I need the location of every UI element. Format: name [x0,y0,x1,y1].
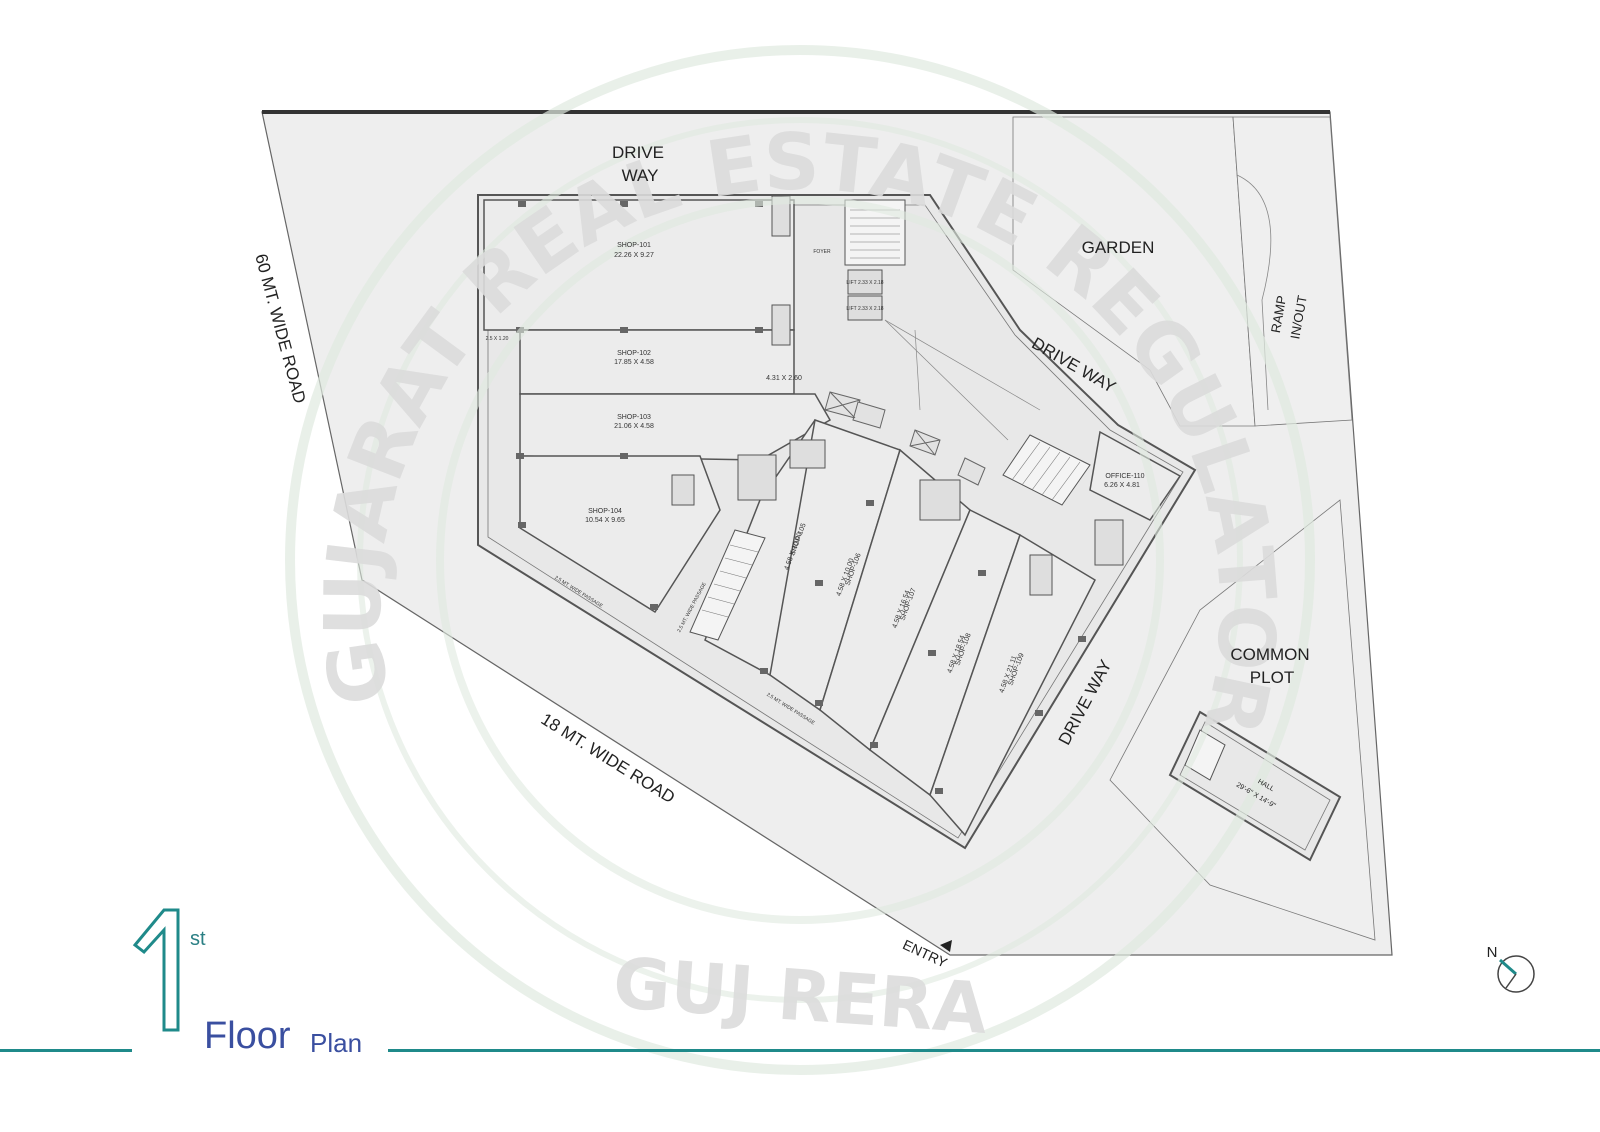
shop-101-area [483,199,795,331]
title-rule-right [388,1049,1600,1052]
staircase-right [1002,434,1091,506]
drive-way-top-label-2: WAY [622,166,659,185]
lift-box [847,295,883,321]
floor-number-suffix: st [190,928,206,950]
lift-box [847,269,883,295]
title-rule-left [0,1049,132,1052]
common-plot-label-2: PLOT [1250,668,1294,687]
unit-size: 17.85 X 4.58 [614,359,654,366]
unit-size: 21.06 X 4.58 [614,423,654,430]
shop-102-area [519,329,795,395]
unit-name: SHOP-104 [588,508,622,515]
shop-109-area [929,533,1096,837]
duct-label: 2.5 X 1.20 [486,336,509,342]
staircase-left [689,529,766,641]
shop-104-area [519,455,721,614]
foyer-label: FOYER [813,249,831,255]
lift-label: LIFT 2.33 X 2.18 [846,306,883,312]
unit-name: OFFICE-110 [1105,473,1144,480]
unit-name: SHOP-102 [617,350,651,357]
unit-size: 6.26 X 4.81 [1104,482,1140,489]
unit-size: 10.54 X 9.65 [585,517,625,524]
lift-label: LIFT 2.33 X 2.18 [846,280,883,286]
floor-title: Floor [204,1015,291,1057]
plan-title: Plan [310,1028,363,1058]
corridor-size-label: 4.31 X 2.60 [766,375,802,382]
unit-name: SHOP-101 [617,242,651,249]
common-plot-label: COMMON [1230,645,1309,664]
floor-number [132,908,180,1032]
entry-arrow-icon [940,940,952,952]
north-arrow-icon [1497,955,1535,993]
north-label: N [1487,944,1498,961]
unit-size: 22.26 X 9.27 [614,252,654,259]
unit-name: SHOP-103 [617,414,651,421]
drive-way-top-label: DRIVE [612,143,664,162]
garden-label: GARDEN [1082,238,1155,257]
ramp-label: RAMP [1268,294,1289,334]
